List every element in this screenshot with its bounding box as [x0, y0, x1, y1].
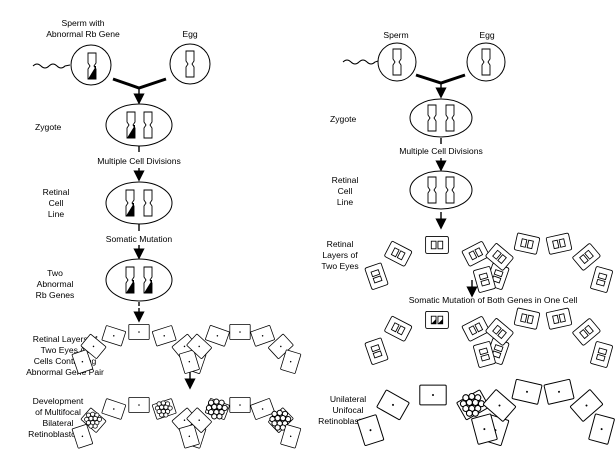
- left-outcome-label-3: Bilateral: [42, 418, 73, 428]
- right-zygote-chromosome-2: [445, 104, 455, 132]
- right-zygote-cell: [409, 98, 473, 138]
- left-cell-line-chromosome-normal: [143, 189, 153, 217]
- retinal-cell: [589, 265, 614, 294]
- retinal-cell: [419, 384, 447, 406]
- left-sperm-label-1: Sperm with: [62, 18, 105, 28]
- retinal-cell: [513, 307, 541, 330]
- retinal-cell: [543, 378, 575, 405]
- retinal-cell: [383, 315, 413, 343]
- retinal-cell: [101, 398, 127, 420]
- left-two-abnormal-label-3: Rb Genes: [36, 290, 75, 300]
- right-outcome-label-2: Unifocal: [332, 405, 363, 415]
- retinal-cell: [128, 396, 150, 414]
- right-fusion-lines: [415, 73, 466, 85]
- right-mutated-layer-eye-2: [472, 307, 614, 369]
- left-panel: Sperm with Abnormal Rb Gene Egg Zygote M…: [26, 18, 302, 449]
- left-egg-cell: [169, 43, 211, 85]
- right-cell-line-chromosome-1: [427, 176, 437, 204]
- left-sperm-cell: [70, 44, 112, 86]
- retinal-cell: [250, 324, 276, 347]
- retinal-cell: [511, 378, 543, 405]
- left-layers-label-4: Abnormal Gene Pair: [26, 367, 104, 377]
- left-zygote-chromosome-abnormal: [126, 111, 136, 139]
- retinal-cell: [128, 323, 150, 341]
- right-cell-line-label-1: Retinal: [332, 175, 359, 185]
- left-layers-label-2: Two Eyes All: [41, 345, 90, 355]
- right-sperm-tail: [342, 59, 379, 65]
- right-panel: Sperm Egg Zygote Multiple Cell Divisions…: [318, 30, 615, 447]
- retinal-cell: [229, 323, 251, 341]
- left-two-abnormal-chromosome-2: [143, 266, 153, 294]
- left-retinal-layer-eye-2: [178, 323, 302, 375]
- left-egg-label: Egg: [182, 29, 198, 39]
- retinal-cell: [588, 413, 615, 445]
- retinal-cell: [356, 414, 385, 447]
- left-zygote-chromosome-normal: [143, 111, 153, 139]
- left-sperm-tail: [32, 63, 71, 69]
- left-egg-chromosome: [185, 50, 195, 78]
- left-sperm-abnormal-chromosome: [87, 52, 97, 80]
- retinal-cell: [589, 340, 614, 369]
- left-cell-line-chromosome-abnormal: [125, 189, 135, 217]
- right-layers-label-3: Two Eyes: [321, 261, 358, 271]
- retinal-cell: [383, 240, 413, 268]
- right-outcome-label-1: Unilateral: [330, 394, 366, 404]
- retinal-cell: [204, 324, 230, 347]
- retinal-cell: [545, 307, 573, 330]
- retinal-cell: [461, 240, 491, 268]
- left-divisions-label: Multiple Cell Divisions: [97, 156, 181, 166]
- left-layers-label-3: Cells Containing: [34, 356, 97, 366]
- left-layers-label-1: Retinal Layers of: [33, 334, 98, 344]
- left-cell-line-label-3: Line: [48, 209, 64, 219]
- left-outcome-label-4: Retinoblastoma: [28, 429, 88, 439]
- left-two-abnormal-cell: [105, 258, 173, 302]
- left-outcome-label-2: of Multifocal: [35, 407, 81, 417]
- right-sperm-label: Sperm: [383, 30, 408, 40]
- left-cell-line-label-1: Retinal: [43, 187, 70, 197]
- retinal-cell: [425, 236, 449, 254]
- left-zygote-cell: [105, 103, 173, 147]
- right-tumor-eye-2: [470, 378, 615, 445]
- retinal-cell: [364, 337, 389, 366]
- right-sperm-chromosome: [392, 48, 402, 76]
- right-sperm-cell: [377, 42, 417, 82]
- retinal-cell: [101, 324, 127, 347]
- left-zygote-label: Zygote: [35, 122, 61, 132]
- right-retinal-layer-eye-2: [472, 232, 614, 294]
- right-cell-line-label-2: Cell: [338, 186, 353, 196]
- left-cell-line-cell: [105, 181, 173, 225]
- retinal-cell: [461, 315, 491, 343]
- right-egg-chromosome: [481, 48, 491, 76]
- left-two-abnormal-label-1: Two: [47, 268, 63, 278]
- retinal-cell: [513, 232, 541, 255]
- right-egg-cell: [466, 42, 506, 82]
- right-cell-line-chromosome-2: [445, 176, 455, 204]
- retinal-cell: [376, 389, 410, 421]
- right-mutation-label: Somatic Mutation of Both Genes in One Ce…: [409, 295, 578, 305]
- right-cell-line-cell: [409, 170, 473, 210]
- retinal-cell: [425, 310, 449, 330]
- retinal-cell: [229, 396, 251, 414]
- right-layers-label-1: Retinal: [327, 239, 354, 249]
- right-layers-label-2: Layers of: [322, 250, 358, 260]
- left-sperm-label-2: Abnormal Rb Gene: [46, 29, 120, 39]
- right-egg-label: Egg: [479, 30, 495, 40]
- right-zygote-label: Zygote: [330, 114, 356, 124]
- right-zygote-chromosome-1: [427, 104, 437, 132]
- left-tumor-eye-2: [178, 396, 302, 449]
- left-mutation-label: Somatic Mutation: [106, 234, 173, 244]
- left-cell-line-label-2: Cell: [49, 198, 64, 208]
- left-fusion-lines: [112, 77, 167, 90]
- right-outcome-label-3: Retinoblastoma: [318, 416, 378, 426]
- retinal-cell: [151, 324, 177, 347]
- right-divisions-label: Multiple Cell Divisions: [399, 146, 483, 156]
- left-two-abnormal-label-2: Abnormal: [37, 279, 74, 289]
- right-cell-line-label-3: Line: [337, 197, 353, 207]
- retinal-cell: [364, 262, 389, 291]
- left-two-abnormal-chromosome-1: [125, 266, 135, 294]
- retinal-cell: [545, 232, 573, 255]
- left-outcome-label-1: Development: [33, 396, 84, 406]
